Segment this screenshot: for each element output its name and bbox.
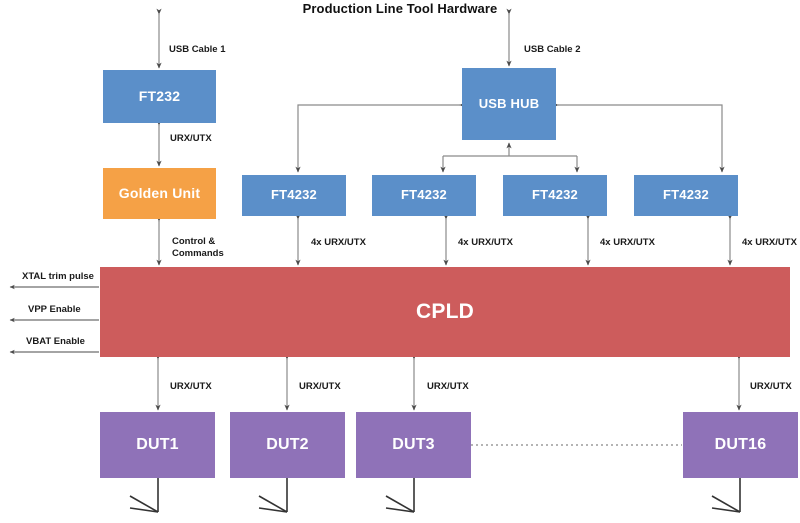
block-cpld[interactable]: CPLD [100, 267, 790, 357]
label-usb-cable-1: USB Cable 1 [169, 44, 226, 55]
antenna-icon-dut16 [711, 478, 741, 513]
block-usb-hub[interactable]: USB HUB [462, 68, 556, 140]
block-ft4232-2[interactable]: FT4232 [372, 175, 476, 216]
label-4x-urx-utx-4: 4x URX/UTX [742, 237, 797, 248]
block-dut16[interactable]: DUT16 [683, 412, 798, 478]
label-dut1-urx-utx: URX/UTX [170, 381, 212, 392]
label-dut16-urx-utx: URX/UTX [750, 381, 792, 392]
block-golden-unit[interactable]: Golden Unit [103, 168, 216, 219]
label-4x-urx-utx-3: 4x URX/UTX [600, 237, 655, 248]
label-4x-urx-utx-2: 4x URX/UTX [458, 237, 513, 248]
label-dut3-urx-utx: URX/UTX [427, 381, 469, 392]
antenna-icon-dut1 [129, 478, 159, 513]
block-dut3[interactable]: DUT3 [356, 412, 471, 478]
label-control-and-commands-line2: Commands [172, 247, 224, 259]
label-control-and-commands-line1: Control & [172, 236, 216, 247]
wire-usbhub-bus [440, 142, 580, 173]
label-usb-cable-2: USB Cable 2 [524, 44, 581, 55]
antenna-icon-dut2 [258, 478, 288, 513]
antenna-icon-dut3 [385, 478, 415, 513]
block-dut2[interactable]: DUT2 [230, 412, 345, 478]
block-ft4232-3[interactable]: FT4232 [503, 175, 607, 216]
page-title: Production Line Tool Hardware [302, 1, 498, 16]
block-ft232[interactable]: FT232 [103, 70, 216, 123]
label-4x-urx-utx-1: 4x URX/UTX [311, 237, 366, 248]
wire-usbhub-ft4232-1 [295, 102, 466, 173]
label-golden-unit-urx-utx: URX/UTX [170, 133, 212, 144]
label-control-and-commands: Control & Commands [172, 236, 224, 260]
block-ft4232-1[interactable]: FT4232 [242, 175, 346, 216]
block-ft4232-4[interactable]: FT4232 [634, 175, 738, 216]
wire-usbhub-ft4232-4 [552, 102, 725, 173]
label-vbat-enable: VBAT Enable [26, 336, 85, 347]
label-vpp-enable: VPP Enable [28, 304, 81, 315]
block-dut1[interactable]: DUT1 [100, 412, 215, 478]
label-xtal-trim-pulse: XTAL trim pulse [22, 271, 94, 282]
label-dut2-urx-utx: URX/UTX [299, 381, 341, 392]
